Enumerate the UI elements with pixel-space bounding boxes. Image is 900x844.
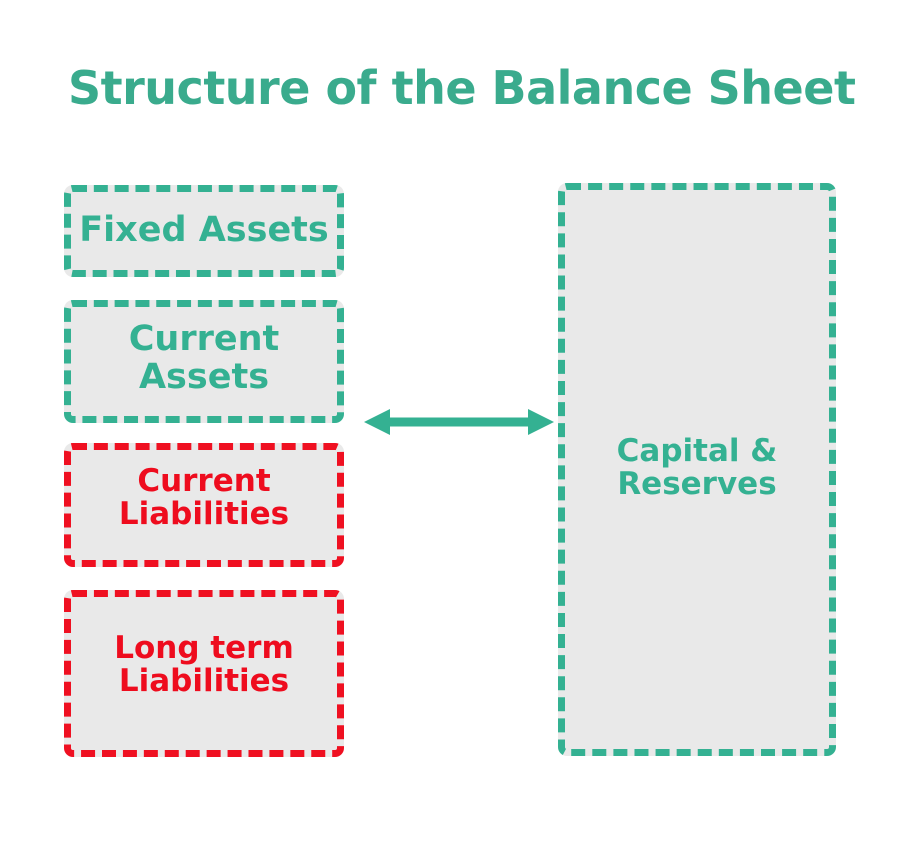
node-fixed-assets: Fixed Assets	[64, 185, 344, 277]
node-fixed-assets-label: Fixed Assets	[79, 210, 329, 251]
node-longterm-liabilities-label: Long term Liabilities	[114, 629, 294, 699]
node-current-liabilities: Current Liabilities	[64, 443, 344, 567]
node-current-assets: Current Assets	[64, 300, 344, 423]
page-title: Structure of the Balance Sheet	[68, 61, 856, 115]
node-current-assets-label: Current Assets	[128, 319, 280, 397]
double-headed-arrow-icon	[364, 409, 554, 435]
node-capital-reserves: Capital & Reserves	[558, 183, 836, 756]
node-capital-reserves-label: Capital & Reserves	[616, 432, 778, 502]
node-longterm-liabilities: Long term Liabilities	[64, 590, 344, 757]
node-current-liabilities-label: Current Liabilities	[118, 463, 290, 532]
